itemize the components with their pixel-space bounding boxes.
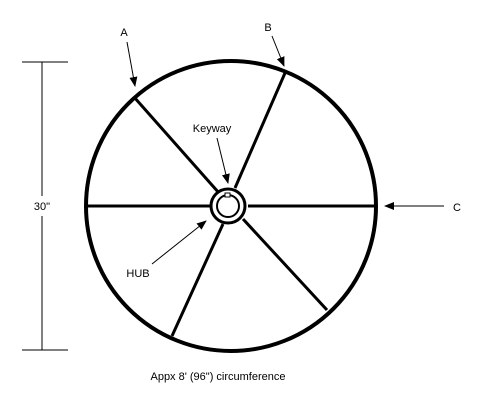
hub-bore bbox=[216, 194, 240, 218]
label-b: B bbox=[264, 22, 271, 34]
arrow-keyway bbox=[216, 137, 230, 184]
diameter-label: 30" bbox=[34, 201, 50, 213]
spoke-lower-right bbox=[241, 217, 329, 312]
spoke-lower-left bbox=[170, 223, 225, 337]
hub bbox=[209, 187, 247, 225]
callouts bbox=[126, 35, 444, 265]
arrow-b bbox=[271, 35, 285, 67]
label-c: C bbox=[453, 202, 461, 214]
label-keyway: Keyway bbox=[193, 123, 232, 135]
spoke-upper-left bbox=[132, 96, 221, 194]
caption-circumference: Appx 8' (96") circumference bbox=[150, 371, 285, 383]
arrow-hub bbox=[151, 220, 207, 265]
spoke-upper-right bbox=[233, 72, 287, 189]
label-a: A bbox=[120, 27, 128, 39]
diameter-dimension: 30" bbox=[22, 61, 68, 351]
spokes bbox=[86, 72, 376, 337]
label-hub: HUB bbox=[126, 268, 149, 280]
keyway-notch bbox=[224, 192, 231, 198]
arrow-a bbox=[126, 41, 138, 87]
